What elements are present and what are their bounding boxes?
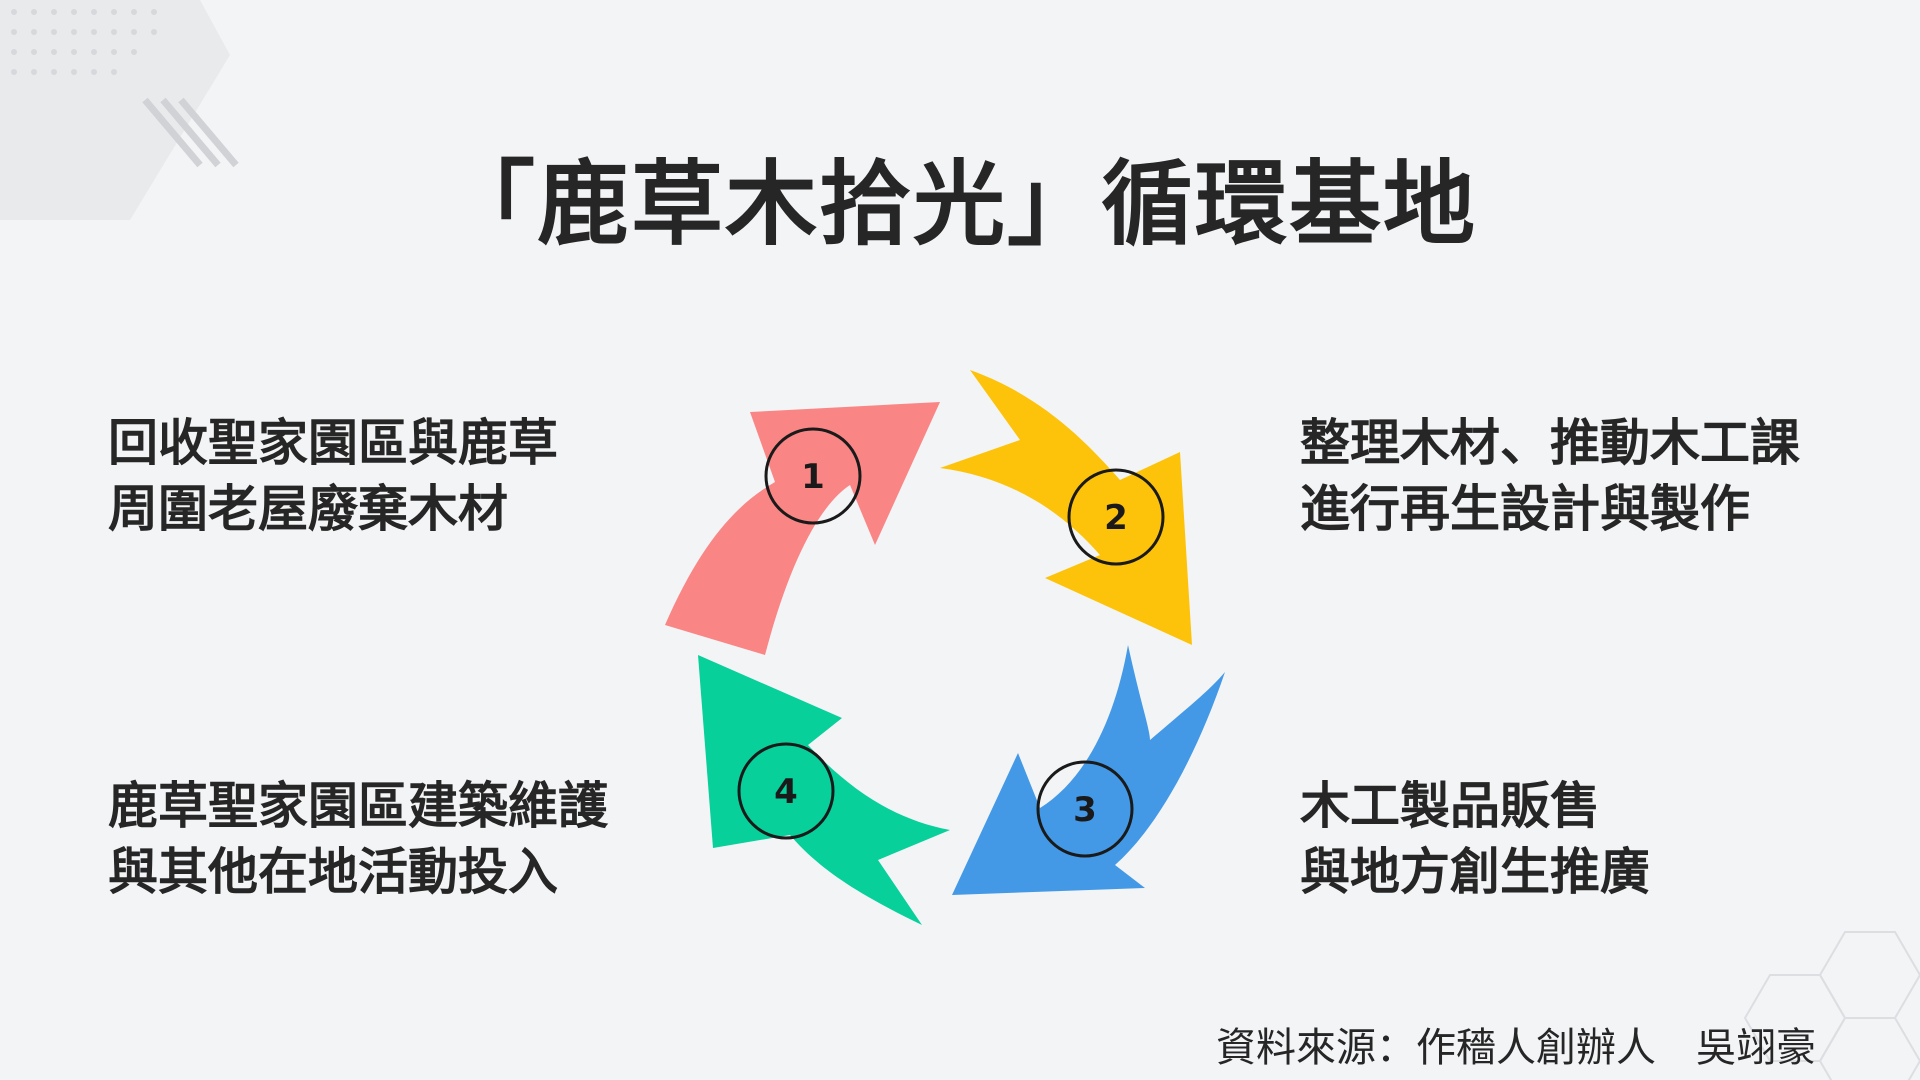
step-4-line-2: 與其他在地活動投入 (108, 843, 558, 901)
step-2-line-2: 進行再生設計與製作 (1300, 480, 1750, 538)
step-1-line-2: 周圍老屋廢棄木材 (108, 480, 508, 538)
cycle-arrow-3 (952, 645, 1225, 895)
step-3-text: 木工製品販售 與地方創生推廣 (1300, 773, 1650, 905)
step-badge-4-circle (737, 742, 835, 840)
diagonal-stripes (142, 97, 239, 168)
cycle-arrow-4 (698, 655, 950, 925)
hexagon-outline-pattern (1743, 931, 1920, 1080)
step-badge-4-number: 4 (774, 772, 798, 812)
dot-grid-pattern (11, 9, 157, 75)
page-title: 「鹿草木拾光」循環基地 (442, 151, 1477, 258)
step-2-text: 整理木材、推動木工課 進行再生設計與製作 (1300, 410, 1800, 542)
step-1-text: 回收聖家園區與鹿草 周圍老屋廢棄木材 (108, 410, 558, 542)
step-3-line-2: 與地方創生推廣 (1300, 843, 1650, 901)
step-badge-2-number: 2 (1104, 498, 1128, 538)
step-3-line-1: 木工製品販售 (1300, 777, 1600, 835)
corner-hexagon-shape (0, 0, 230, 220)
step-badge-2-circle (1067, 468, 1165, 566)
step-badge-3: 3 (1036, 760, 1134, 858)
step-4-text: 鹿草聖家園區建築維護 與其他在地活動投入 (108, 773, 608, 905)
step-badge-3-number: 3 (1073, 790, 1097, 830)
step-badge-3-circle (1036, 760, 1134, 858)
step-badge-2: 2 (1067, 468, 1165, 566)
cycle-arrow-2 (940, 370, 1192, 645)
step-badge-4: 4 (737, 742, 835, 840)
source-author: 吳翊豪 (1696, 1025, 1816, 1071)
source-credit: 資料來源：作穡人創辦人吳翊豪 (1216, 1015, 1816, 1073)
step-1-line-1: 回收聖家園區與鹿草 (108, 414, 558, 472)
step-badge-1-number: 1 (801, 457, 825, 497)
source-label: 資料來源：作穡人創辦人 (1216, 1025, 1656, 1071)
step-4-line-1: 鹿草聖家園區建築維護 (108, 777, 608, 835)
cycle-diagram: 1 2 3 4 (665, 370, 1225, 925)
step-badge-1: 1 (764, 427, 862, 525)
step-badge-1-circle (764, 427, 862, 525)
step-2-line-1: 整理木材、推動木工課 (1300, 414, 1800, 472)
cycle-arrow-1 (665, 402, 940, 655)
